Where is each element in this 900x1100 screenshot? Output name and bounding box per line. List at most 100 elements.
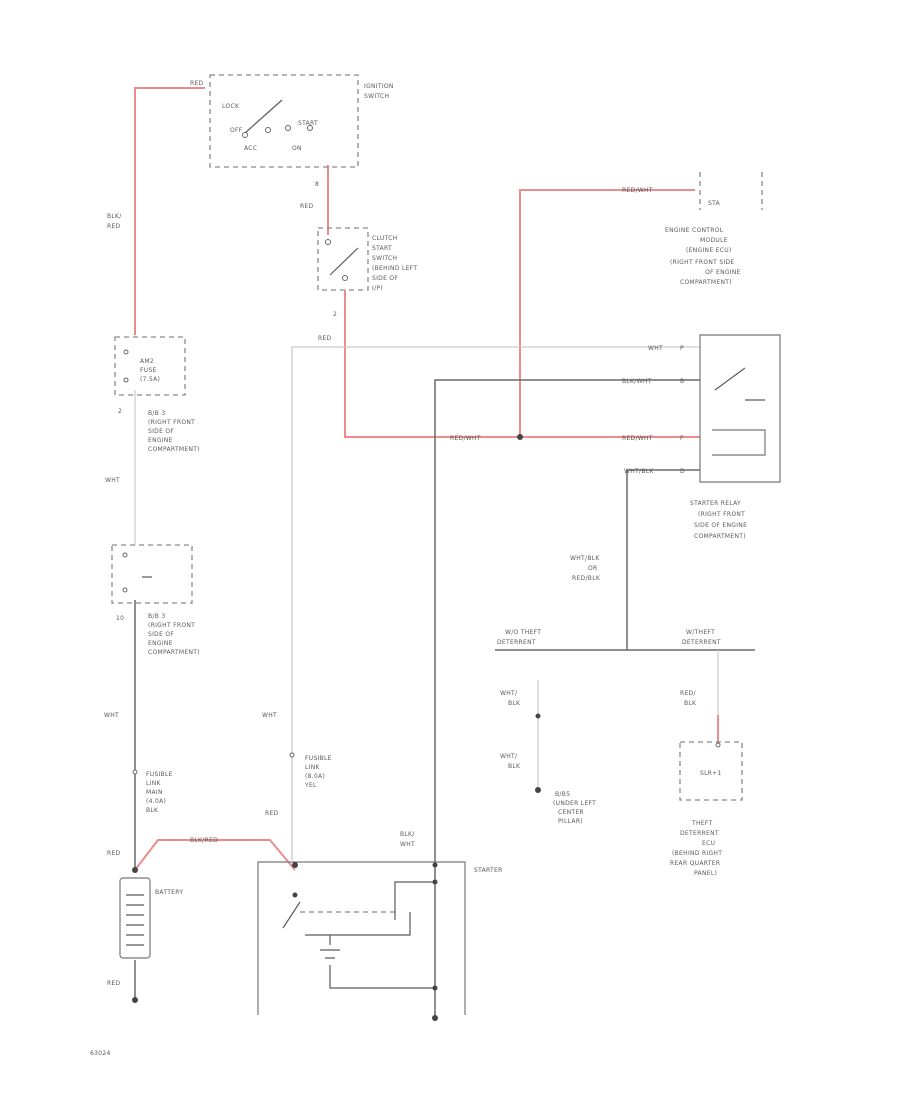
ecm-pin-label: STA bbox=[708, 200, 721, 207]
red-wires bbox=[134, 87, 719, 871]
wire-red-2-label: RED bbox=[318, 335, 332, 342]
fusible-1-label-5: BLK bbox=[146, 807, 159, 814]
wire-relay-to-theft bbox=[626, 469, 700, 650]
battery-label: BATTERY bbox=[155, 889, 183, 896]
ecm-label-4: (RIGHT FRONT SIDE bbox=[670, 259, 735, 266]
splice-dot bbox=[517, 434, 523, 440]
theft-ecu-pin-label: SLR+1 bbox=[700, 770, 722, 777]
ground-label-1: B/B5 bbox=[555, 791, 570, 798]
left-wire-label-1: BLK/ bbox=[107, 213, 122, 220]
clutch-label-2: START bbox=[372, 245, 392, 252]
ground-label-3: CENTER bbox=[558, 809, 584, 816]
starter-relay-label-4: COMPARTMENT) bbox=[694, 533, 746, 540]
am2-label-2: FUSE bbox=[140, 367, 157, 374]
relay-pin-2: B bbox=[680, 378, 684, 385]
wht-blk-1-a: WHT/ bbox=[500, 690, 518, 697]
relay-wire-3-label: RED/WHT bbox=[622, 435, 653, 442]
wire-battery-to-fusible bbox=[134, 839, 296, 871]
fusible-2-label-2: LINK bbox=[305, 764, 321, 771]
clutch-label-5: SIDE OF bbox=[372, 275, 398, 282]
pin-a: 8 bbox=[315, 181, 319, 188]
battery: BATTERY bbox=[119, 877, 183, 959]
splice-wire-label: RED/WHT bbox=[450, 435, 481, 442]
with-theft-2: DETERRENT bbox=[682, 639, 721, 646]
relay-wire-2-label: BLK/WHT bbox=[622, 378, 652, 385]
starter-relay-label-3: SIDE OF ENGINE bbox=[694, 522, 747, 529]
fusible-1-label-4: (4.0A) bbox=[146, 798, 166, 805]
battery-pos-dot bbox=[132, 867, 138, 873]
left-wht-2-label: WHT bbox=[104, 712, 119, 719]
ecm-label-3: (ENGINE ECU) bbox=[686, 247, 732, 254]
ign-off-label: OFF bbox=[230, 127, 243, 134]
left-wht-1-label: WHT bbox=[105, 477, 120, 484]
theft-deterrent-ecu: SLR+1 bbox=[679, 741, 743, 801]
theft-ecu-label-2: DETERRENT bbox=[680, 830, 719, 837]
connector-dot-1 bbox=[535, 713, 541, 719]
bb3-2-label-2: (RIGHT FRONT bbox=[148, 622, 195, 629]
theft-ecu-label-5: REAR QUARTER bbox=[670, 860, 720, 867]
bb3-2-label-4: ENGINE bbox=[148, 640, 173, 647]
wire-clutch-to-relay bbox=[344, 290, 700, 438]
ign-lock-label: LOCK bbox=[222, 103, 240, 110]
without-theft-1: W/O THEFT bbox=[505, 629, 541, 636]
am2-label-1: AM2 bbox=[140, 358, 154, 365]
bb3-2-label-1: B/B 3 bbox=[148, 613, 165, 620]
engine-control-module: STA RED/WHT ENGINE CONTROL MODULE (ENGIN… bbox=[622, 172, 763, 286]
other-wires bbox=[134, 346, 755, 1020]
fusible-2-label-4: YEL bbox=[304, 782, 317, 789]
bb3-1-label-2: (RIGHT FRONT bbox=[148, 419, 195, 426]
ecm-label-5: OF ENGINE bbox=[705, 269, 741, 276]
wht-blk-2-a: WHT/ bbox=[500, 753, 518, 760]
ground-label-2: (UNDER LEFT bbox=[553, 800, 596, 807]
relay-wire-1-label: WHT bbox=[648, 345, 663, 352]
ecm-label-1: ENGINE CONTROL bbox=[665, 227, 724, 234]
wire-splice-to-ecm bbox=[519, 189, 695, 437]
theft-ecu-label-1: THEFT bbox=[691, 820, 713, 827]
red-blk-b: BLK bbox=[684, 700, 697, 707]
mid-wht-label: WHT bbox=[262, 712, 277, 719]
pin-c: 2 bbox=[118, 408, 122, 415]
fusible-link-1-node bbox=[132, 769, 138, 775]
relay-wire-4-label: WHT/BLK bbox=[624, 468, 654, 475]
blk-wht-1: BLK/ bbox=[400, 831, 415, 838]
wht-blk-1-b: BLK bbox=[508, 700, 521, 707]
ecm-label-2: MODULE bbox=[700, 237, 728, 244]
am2-label-3: (7.5A) bbox=[140, 376, 160, 383]
bb3-2-label-5: COMPARTMENT) bbox=[148, 649, 200, 656]
pin-e: 10 bbox=[116, 615, 124, 622]
starter-relay: P B F D WHT BLK/WHT RED/WHT WHT/BLK STAR… bbox=[622, 334, 781, 540]
starter-relay-label-1: STARTER RELAY bbox=[690, 500, 741, 507]
battery-ground-dot bbox=[132, 997, 138, 1003]
ground-label-4: PILLAR) bbox=[558, 818, 583, 825]
am2-fuse: AM2 FUSE (7.5A) bbox=[114, 336, 186, 396]
wire-blk-wht bbox=[434, 379, 700, 1020]
bb3-1-label-4: ENGINE bbox=[148, 437, 173, 444]
clutch-start-switch: CLUTCH START SWITCH (BEHIND LEFT SIDE OF… bbox=[317, 227, 417, 292]
red-batt-label: RED bbox=[107, 850, 121, 857]
relay-pin-4: D bbox=[680, 468, 685, 475]
red-batt-bottom-label: RED bbox=[107, 980, 121, 987]
clutch-label-3: SWITCH bbox=[372, 255, 397, 262]
ign-acc-label: ACC bbox=[244, 145, 257, 152]
starter-motor: STARTER bbox=[257, 861, 502, 1021]
fusible-2-label-1: FUSIBLE bbox=[305, 755, 332, 762]
bb3-2-label-3: SIDE OF bbox=[148, 631, 174, 638]
left-wire-label-2: RED bbox=[107, 223, 121, 230]
ign-start-label: START bbox=[298, 120, 318, 127]
ign-on-label: ON bbox=[292, 145, 302, 152]
ground-dot bbox=[535, 787, 541, 793]
clutch-label-6: I/P) bbox=[372, 285, 383, 292]
ignition-switch-label-2: SWITCH bbox=[364, 93, 389, 100]
with-theft-1: W/THEFT bbox=[686, 629, 715, 636]
fusible-1-label-1: FUSIBLE bbox=[146, 771, 173, 778]
blk-red-batt-label: BLK/RED bbox=[190, 837, 218, 844]
ignition-switch-label-1: IGNITION bbox=[364, 83, 394, 90]
wht-blk-or-red-1: WHT/BLK bbox=[570, 555, 600, 562]
fusible-link-2-node bbox=[289, 752, 295, 758]
theft-ecu-label-6: PANEL) bbox=[694, 870, 717, 877]
fusible-1-label-3: MAIN bbox=[146, 789, 163, 796]
relay-pin-1: P bbox=[680, 345, 684, 352]
theft-ecu-label-4: (BEHIND RIGHT bbox=[672, 850, 722, 857]
ecm-wire-label: RED/WHT bbox=[622, 187, 653, 194]
